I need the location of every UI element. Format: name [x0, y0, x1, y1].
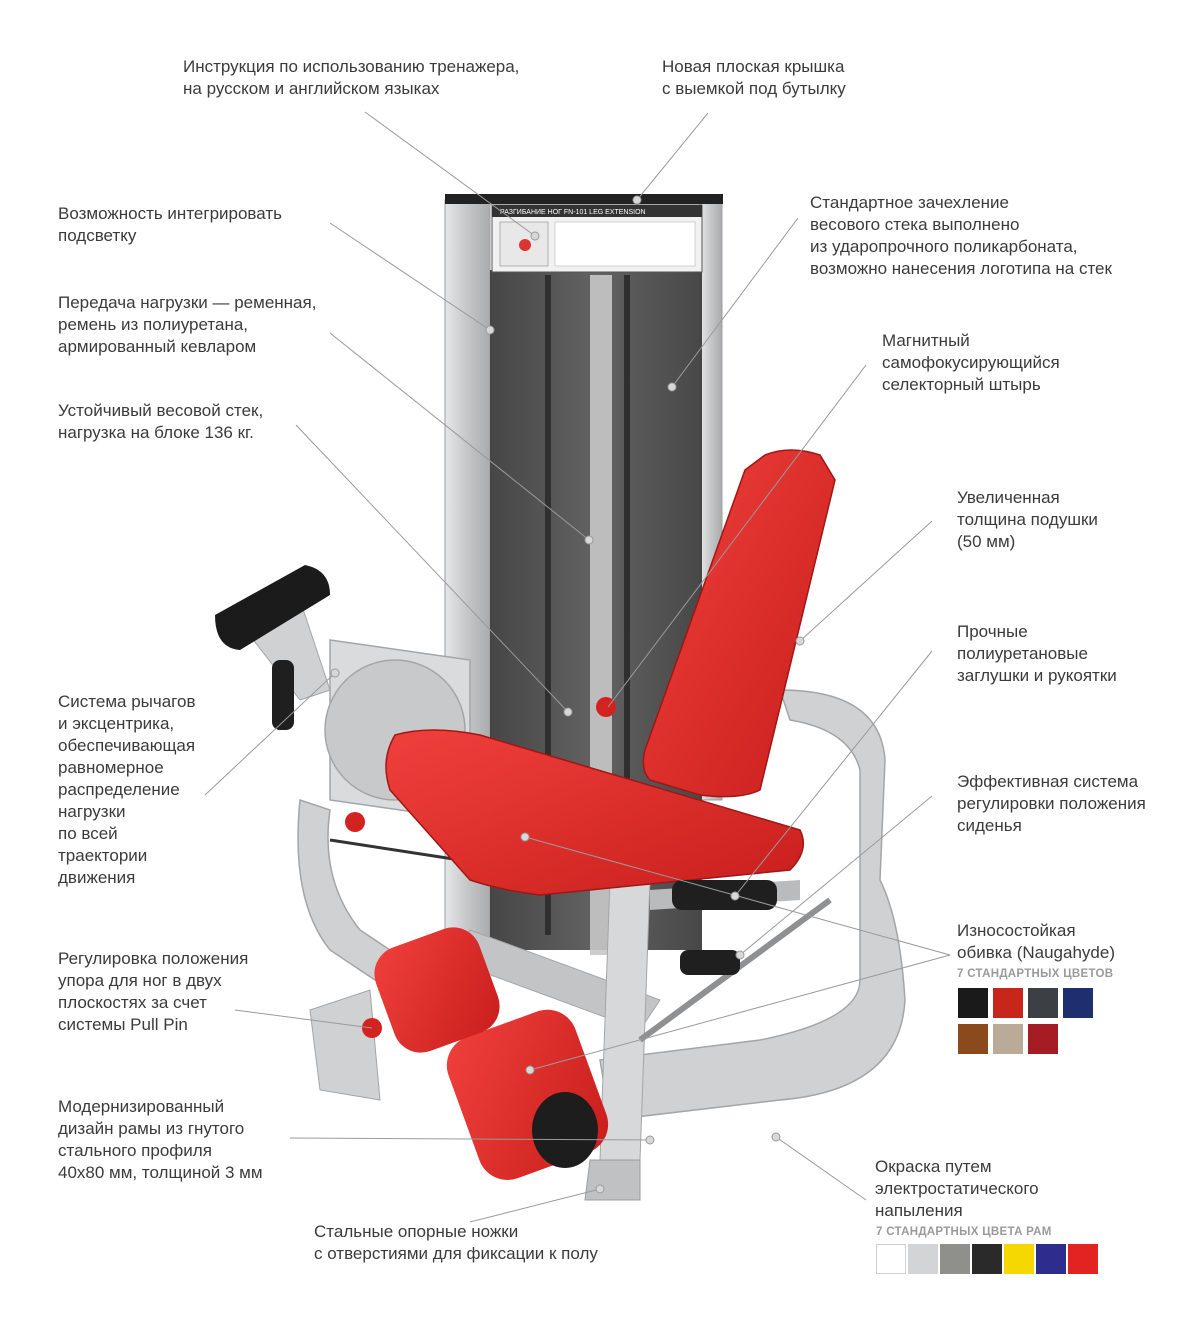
upholstery-swatch-2 — [993, 988, 1023, 1018]
upholstery — [215, 449, 836, 1180]
upper-roller — [215, 565, 330, 650]
annotation-frame: Модернизированный дизайн рамы из гнутого… — [58, 1097, 263, 1182]
leader-pad — [799, 520, 933, 642]
seat-handle-right — [680, 950, 740, 975]
leader-instruction — [364, 111, 536, 237]
upholstery-swatch-6 — [993, 1024, 1023, 1054]
upholstery-swatch-3 — [1028, 988, 1058, 1018]
upholstery-swatch-5 — [958, 1024, 988, 1054]
guide-rod-right — [624, 275, 630, 935]
upholstery-swatch-1 — [958, 988, 988, 1018]
leader-upholstery-2 — [529, 954, 951, 1071]
annotation-shroud: Стандартное зачехление весового стека вы… — [810, 193, 1112, 278]
leader-dots — [330, 195, 805, 1194]
annotation-cover: Новая плоская крышка с выемкой под бутыл… — [662, 57, 846, 98]
guide-rod-left — [545, 275, 551, 935]
leader-belt — [329, 332, 590, 541]
leader-foot — [234, 1009, 373, 1029]
annotation-upholstery: Износостойкая обивка (Naugahyde) — [957, 921, 1115, 962]
annotation-caps: Прочные полиуретановые заглушки и рукоят… — [957, 622, 1117, 685]
seat-handle-left — [672, 880, 777, 910]
frame-colors-label: 7 СТАНДАРТНЫХ ЦВЕТА РАМ — [876, 1226, 1052, 1238]
annotation-pin: Магнитный самофокусирующийся селекторный… — [882, 331, 1060, 394]
placard-figure-red-dot — [519, 239, 531, 251]
leader-frame — [289, 1137, 651, 1141]
annotation-feet: Стальные опорные ножки с отверстиями для… — [314, 1222, 598, 1263]
leader-caps — [734, 650, 933, 897]
placard-text-block — [554, 221, 696, 267]
lower-roller-back — [374, 927, 500, 1053]
leader-lines — [204, 111, 951, 1223]
upholstery-swatch-4 — [1063, 988, 1093, 1018]
lower-roller-front-cap — [532, 1092, 598, 1168]
annotation-seat-adjust: Эффективная система регулировки положени… — [957, 772, 1146, 835]
placard-title: РАЗГИБАНИЕ НОГ FN-101 LEG EXTENSION — [500, 209, 646, 216]
frame-swatch-3 — [940, 1244, 970, 1274]
frame-swatch-4 — [972, 1244, 1002, 1274]
frame-foot — [584, 1159, 641, 1201]
leader-paint — [775, 1136, 867, 1201]
annotation-lighting: Возможность интегрировать подсветку — [58, 204, 282, 245]
foot-adjust-plate — [309, 989, 381, 1101]
selector-pin-knob — [596, 697, 616, 717]
pull-pin-knob — [345, 812, 365, 832]
leader-cover — [636, 112, 709, 201]
seat-pad — [385, 729, 805, 896]
annotation-pad: Увеличенная толщина подушки (50 мм) — [957, 488, 1098, 551]
belt — [329, 838, 461, 862]
leader-feet — [469, 1188, 601, 1223]
annotation-stack: Устойчивый весовой стек, нагрузка на бло… — [58, 401, 264, 442]
side-handle — [272, 660, 294, 730]
leader-seat-adj — [739, 795, 933, 956]
annotation-foot-adjust: Регулировка положения упора для ног в дв… — [58, 949, 249, 1034]
frame-swatch-5 — [1004, 1244, 1034, 1274]
leader-cam — [204, 672, 336, 796]
leader-stack — [295, 424, 569, 713]
annotation-belt: Передача нагрузки — ременная, ремень из … — [58, 293, 317, 356]
leader-shroud — [671, 217, 799, 388]
upholstery-swatch-7 — [1028, 1024, 1058, 1054]
placard-header — [492, 205, 702, 217]
annotation-cam: Система рычагов и эксцентрика, обеспечив… — [58, 692, 196, 887]
annotation-paint: Окраска путем электростатического напыле… — [875, 1157, 1039, 1220]
tower-top-cover — [445, 194, 723, 204]
back-pad — [642, 449, 836, 798]
frame-swatch-6 — [1036, 1244, 1066, 1274]
frame-swatch-7 — [1068, 1244, 1098, 1274]
frame-swatch-1 — [876, 1244, 906, 1274]
leader-lighting — [329, 222, 491, 331]
frame-swatch-2 — [908, 1244, 938, 1274]
annotation-instruction: Инструкция по использованию тренажера, н… — [183, 57, 520, 98]
leader-pin — [607, 364, 867, 708]
upholstery-colors-label: 7 СТАНДАРТНЫХ ЦВЕТОВ — [957, 968, 1114, 980]
